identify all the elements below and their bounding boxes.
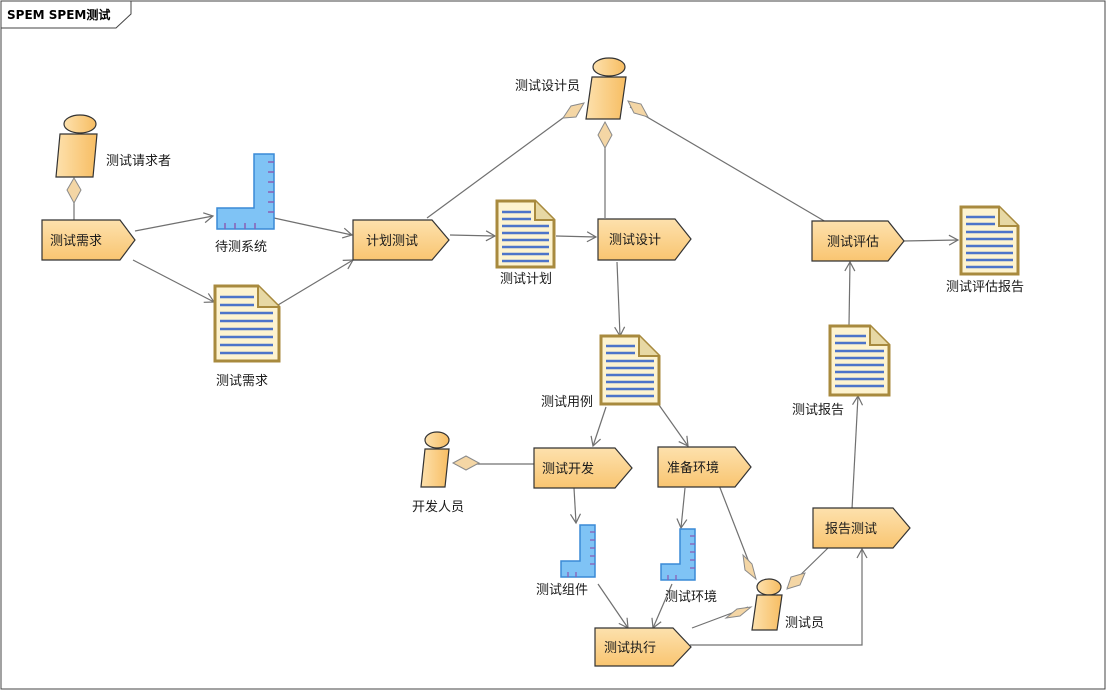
document-test-report[interactable]: 测试报告: [792, 324, 891, 418]
task-label: 测试设计: [609, 233, 661, 248]
connectors: [66, 100, 960, 646]
task-label: 测试执行: [604, 641, 656, 656]
task-label: 准备环境: [667, 460, 719, 476]
task-test-evaluation[interactable]: 测试评估: [811, 220, 905, 262]
document-label: 测试需求: [216, 374, 268, 389]
task-label: 测试开发: [542, 461, 594, 477]
document-label: 测试报告: [792, 403, 844, 418]
document-test-evaluation-report[interactable]: 测试评估报告: [946, 205, 1024, 295]
task-test-requirement[interactable]: 测试需求: [41, 219, 136, 261]
task-label: 报告测试: [825, 522, 877, 537]
frame-title: SPEM SPEM测试: [7, 7, 110, 22]
task-label: 计划测试: [366, 234, 418, 249]
model-test-component[interactable]: 测试组件: [536, 524, 596, 598]
model-system-under-test[interactable]: 待测系统: [215, 153, 275, 255]
role-test-requester[interactable]: 测试请求者: [55, 114, 171, 178]
frame-title-tab: [0, 0, 132, 29]
role-test-designer[interactable]: 测试设计员: [515, 57, 627, 120]
document-label: 测试计划: [500, 272, 552, 287]
document-label: 测试用例: [541, 395, 593, 410]
model-label: 待测系统: [215, 240, 267, 255]
task-test-development[interactable]: 测试开发: [533, 447, 633, 489]
task-report-test[interactable]: 报告测试: [812, 507, 911, 549]
task-test-execution[interactable]: 测试执行: [594, 627, 692, 667]
task-label: 测试需求: [50, 234, 102, 249]
role-label: 测试员: [785, 616, 824, 631]
document-test-requirement[interactable]: 测试需求: [213, 284, 281, 389]
task-label: 测试评估: [827, 235, 879, 250]
task-test-design[interactable]: 测试设计: [597, 218, 692, 261]
role-developer[interactable]: 开发人员: [412, 431, 464, 515]
role-label: 测试请求者: [106, 154, 171, 169]
document-label: 测试评估报告: [946, 280, 1024, 295]
role-label: 开发人员: [412, 499, 464, 515]
task-prepare-environment[interactable]: 准备环境: [657, 446, 752, 488]
model-label: 测试环境: [665, 590, 717, 605]
role-label: 测试设计员: [515, 79, 580, 94]
document-test-plan[interactable]: 测试计划: [495, 199, 556, 287]
document-test-cases[interactable]: 测试用例: [541, 334, 661, 410]
model-test-environment[interactable]: 测试环境: [660, 528, 717, 605]
role-tester[interactable]: 测试员: [751, 578, 824, 631]
model-label: 测试组件: [536, 583, 588, 598]
task-plan-test[interactable]: 计划测试: [352, 219, 450, 261]
